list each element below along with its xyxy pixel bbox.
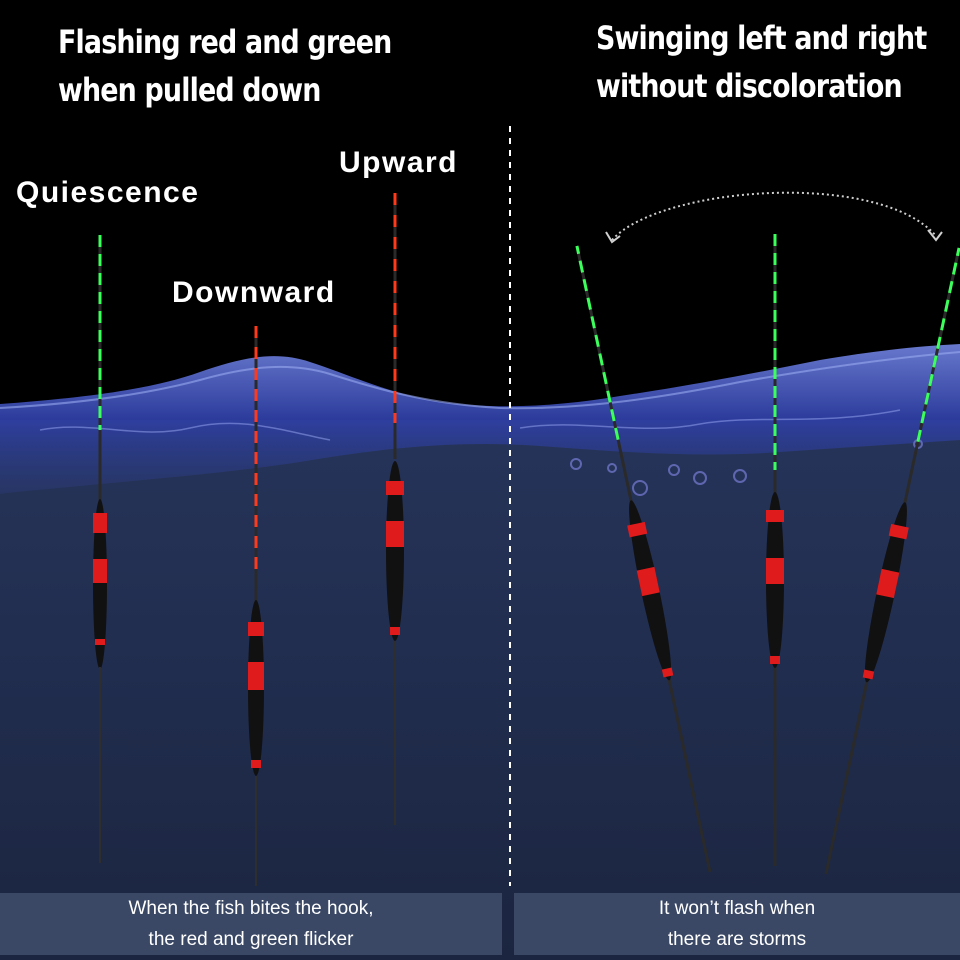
fishing-float-icon [386, 193, 404, 825]
swing-arc-icon [611, 191, 937, 241]
label-quiescence: Quiescence [16, 176, 200, 209]
headline-right-line-1: Swinging left and right [596, 19, 927, 57]
label-downward: Downward [172, 276, 336, 309]
fishing-float-icon [766, 234, 784, 866]
caption-left-line-2: the red and green flicker [148, 929, 354, 950]
water-wave-icon [0, 344, 960, 494]
headline-right: Swinging left and right without discolor… [596, 14, 927, 110]
caption-right-line-2: there are storms [667, 929, 807, 950]
underwater-background [0, 420, 960, 960]
fishing-float-icon [824, 247, 960, 875]
water-highlight [0, 351, 960, 410]
label-upward: Upward [339, 146, 459, 179]
headline-left-line-1: Flashing red and green [58, 23, 392, 61]
caption-right-line-1: It won’t flash when [658, 898, 816, 919]
headline-left: Flashing red and green when pulled down [58, 18, 392, 114]
caption-left: When the fish bites the hook, the red an… [0, 893, 502, 955]
headline-right-line-2: without discoloration [596, 67, 903, 105]
caption-left-line-1: When the fish bites the hook, [128, 898, 374, 919]
headline-left-line-2: when pulled down [58, 71, 321, 109]
fishing-float-icon [575, 245, 712, 873]
caption-right: It won’t flash when there are storms [514, 893, 960, 955]
fishing-float-icon [93, 235, 107, 863]
fishing-float-icon [248, 326, 264, 886]
water-swirl [39, 409, 901, 441]
